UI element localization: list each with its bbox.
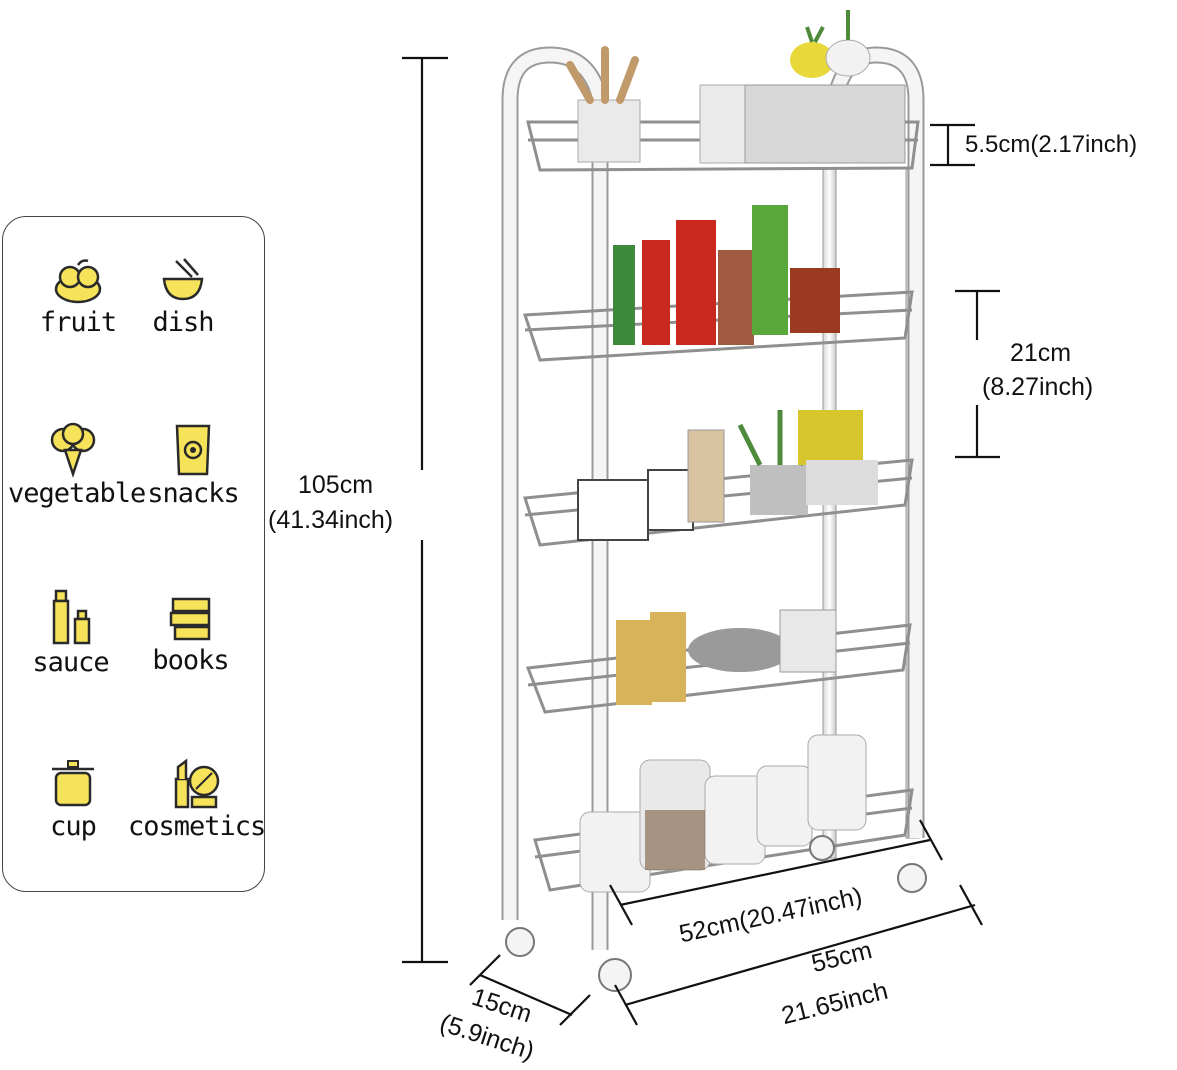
pot-icon	[52, 760, 94, 807]
books-icon	[169, 597, 210, 641]
lipstick-mirror-icon	[174, 758, 219, 809]
category-label: snacks	[147, 478, 240, 509]
rack-items-shelf-2	[613, 205, 840, 345]
rack-items-top	[566, 10, 906, 164]
top-rail-label: 5.5cm(2.17inch)	[965, 131, 1138, 158]
category-dish: dish	[143, 257, 223, 338]
rack-items-shelf-5	[579, 734, 867, 893]
rack-items-shelf-3	[577, 410, 878, 541]
category-vegetable: vegetable	[8, 422, 146, 509]
category-sauce: sauce	[23, 589, 118, 678]
category-snacks: snacks	[143, 422, 243, 509]
broccoli-icon	[50, 422, 96, 478]
shelf-gap-imperial-label: (8.27inch)	[982, 373, 1094, 401]
fruit-icon	[54, 259, 102, 304]
category-label: books	[152, 645, 229, 676]
usage-legend-panel: fruit dish vegetable	[2, 216, 266, 892]
category-label: cosmetics	[128, 811, 266, 842]
category-cosmetics: cosmetics	[128, 757, 266, 842]
category-label: sauce	[32, 647, 109, 678]
height-imperial-label: (41.34inch)	[268, 506, 394, 534]
category-label: dish	[152, 307, 214, 338]
height-metric-label: 105cm	[298, 471, 374, 499]
bottles-icon	[52, 589, 90, 645]
dimension-lines	[402, 56, 1000, 1026]
snack-bag-icon	[175, 424, 211, 476]
rack-wheels	[505, 835, 927, 992]
category-label: vegetable	[8, 478, 146, 509]
category-label: fruit	[39, 307, 117, 338]
category-fruit: fruit	[33, 257, 123, 338]
bowl-icon	[162, 258, 204, 301]
category-books: books	[148, 595, 233, 676]
shelf-gap-metric-label: 21cm	[1010, 339, 1072, 367]
category-label: cup	[50, 811, 97, 842]
category-cup: cup	[33, 757, 113, 842]
rack-items-shelf-4	[616, 609, 837, 705]
